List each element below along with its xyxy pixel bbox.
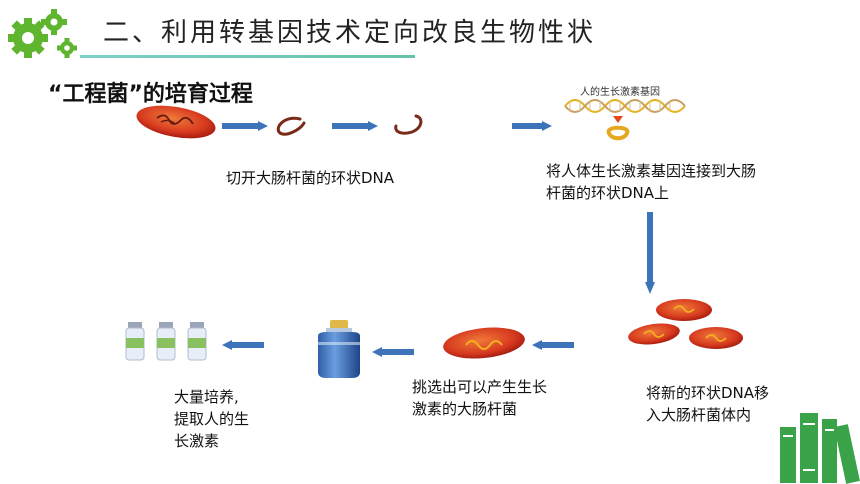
arrow-right-3 <box>512 121 552 131</box>
step-insert-caption-line2: 入大肠杆菌体内 <box>646 406 752 424</box>
section-heading: “工程菌”的培育过程 <box>48 82 253 107</box>
arrow-left-1 <box>532 340 574 350</box>
step-connect-caption-line1: 将人体生长激素基因连接到大肠 <box>546 162 757 180</box>
gene-panel-label: 人的生长激素基因 <box>580 87 660 98</box>
step-insert-caption-line1: 将新的环状DNA移 <box>646 384 770 402</box>
arrow-left-2 <box>372 347 414 357</box>
bacteria-cluster-image <box>628 299 743 349</box>
books-icon <box>780 413 860 484</box>
page-title: 二、利用转基因技术定向改良生物性状 <box>103 18 597 48</box>
culture-jar-image <box>318 320 360 378</box>
selected-bacterium-image <box>443 327 525 359</box>
step-connect-caption-line2: 杆菌的环状DNA上 <box>546 184 670 202</box>
step-cut-caption: 切开大肠杆菌的环状DNA <box>226 169 395 187</box>
arrow-down <box>645 212 655 294</box>
step-select-caption-line1: 挑选出可以产生生长 <box>412 378 548 396</box>
title-underline <box>80 55 415 58</box>
step-culture-caption-line1: 大量培养, <box>174 388 239 406</box>
dna-ring-open-icon <box>276 116 306 136</box>
bacterium-image <box>136 105 216 139</box>
vials-image <box>125 322 207 361</box>
step-culture-caption-line2: 提取人的生 <box>174 410 250 428</box>
arrow-right-2 <box>332 121 378 131</box>
step-culture-caption-line3: 长激素 <box>174 432 220 450</box>
step-select-caption-line2: 激素的大肠杆菌 <box>412 400 518 418</box>
arrow-right-1 <box>222 121 268 131</box>
dna-ring-cut-icon <box>394 114 423 135</box>
arrow-left-3 <box>222 340 264 350</box>
gears-icon <box>8 9 77 58</box>
dna-helix-image <box>564 99 686 141</box>
